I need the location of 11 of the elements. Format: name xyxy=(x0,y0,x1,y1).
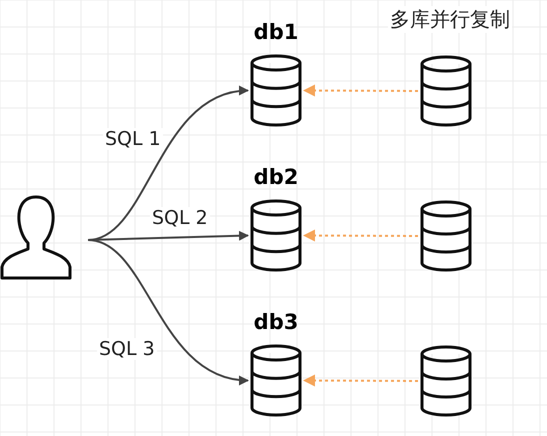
edge-label: SQL 1 xyxy=(103,128,163,150)
arrow xyxy=(303,374,418,387)
arrow xyxy=(88,239,249,384)
database-label: db3 xyxy=(252,310,300,334)
database-label: db1 xyxy=(252,20,300,44)
arrow xyxy=(303,230,418,242)
database-label: db2 xyxy=(252,165,300,189)
arrow xyxy=(303,84,418,97)
edge-label: SQL 3 xyxy=(97,338,157,360)
edge-label: SQL 2 xyxy=(150,207,210,229)
heading-text: 多库并行复制 xyxy=(388,6,512,33)
